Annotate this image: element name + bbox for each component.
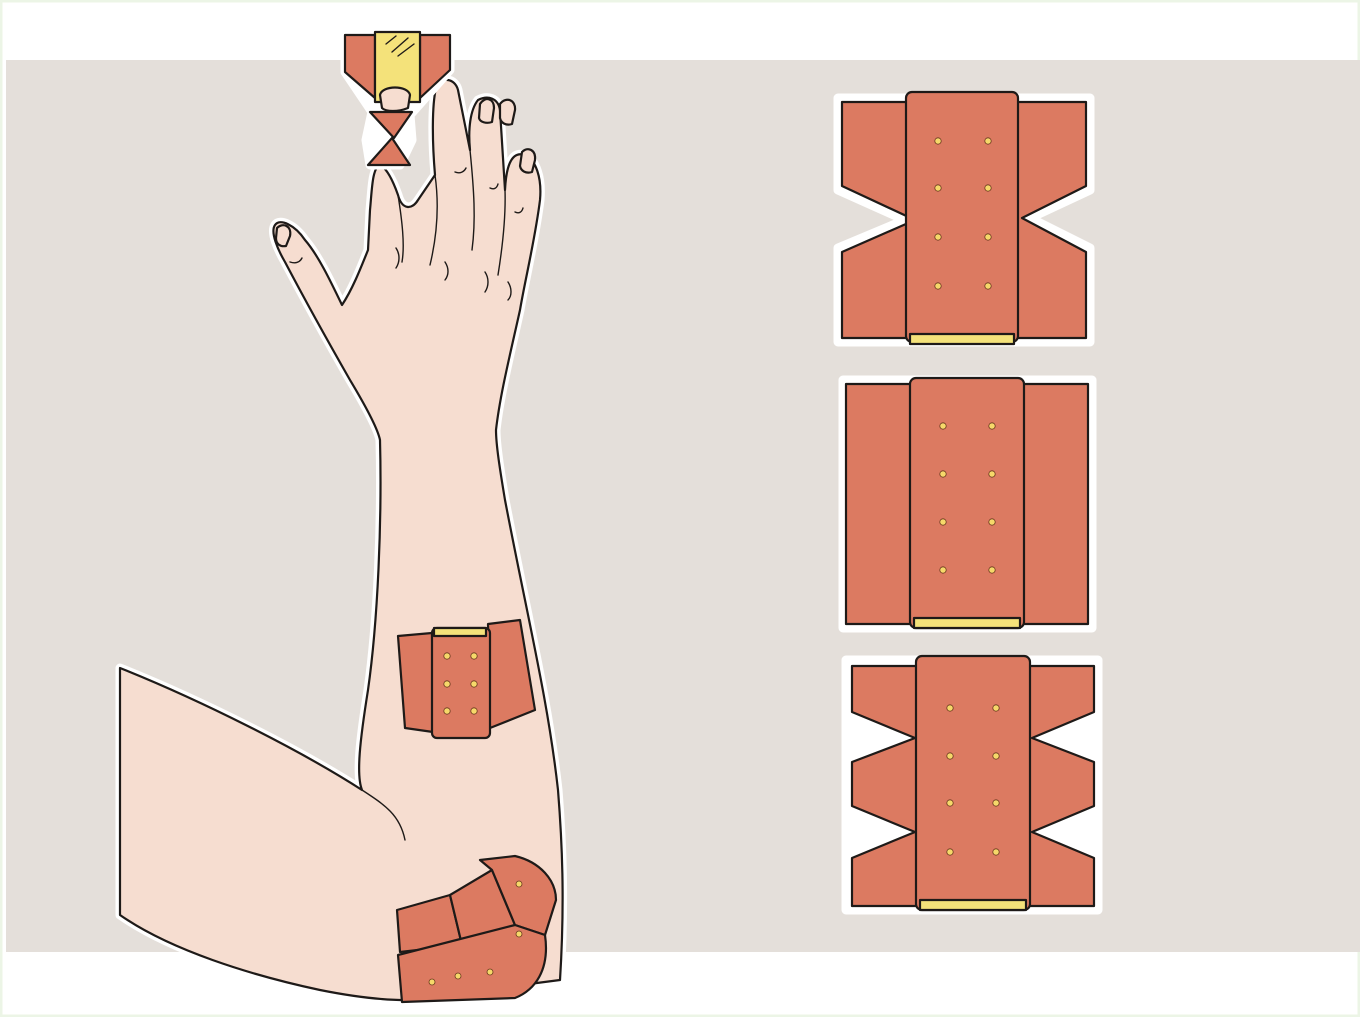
perforation-dot [471,708,477,714]
perforation-dot [935,283,941,289]
perforation-dot [993,800,999,806]
perforation-dot [471,653,477,659]
strip-plaster-middle [843,378,1092,628]
perforation-dot [947,800,953,806]
perforation-dot [985,138,991,144]
perforation-dot [989,519,995,525]
perforation-dot [989,423,995,429]
perforation-dot [444,681,450,687]
perforation-dot [935,185,941,191]
perforation-dot [989,567,995,573]
perforation-dot [985,185,991,191]
perforation-dot [947,705,953,711]
perforation-dot [989,471,995,477]
perforation-dot [985,234,991,240]
perforation-dot [940,471,946,477]
perforation-dot [444,653,450,659]
perforation-dot [935,234,941,240]
butterfly-plaster-bottom [846,656,1098,910]
perforation-dot [993,705,999,711]
perforation-dot [940,519,946,525]
perforation-dot [940,567,946,573]
perforation-dot [993,849,999,855]
perforation-dot [471,681,477,687]
perforation-dot [444,708,450,714]
perforation-dot [985,283,991,289]
perforation-dot [940,423,946,429]
perforation-dot [947,849,953,855]
perforation-dot [935,138,941,144]
perforation-dot [947,753,953,759]
perforation-dot [993,753,999,759]
